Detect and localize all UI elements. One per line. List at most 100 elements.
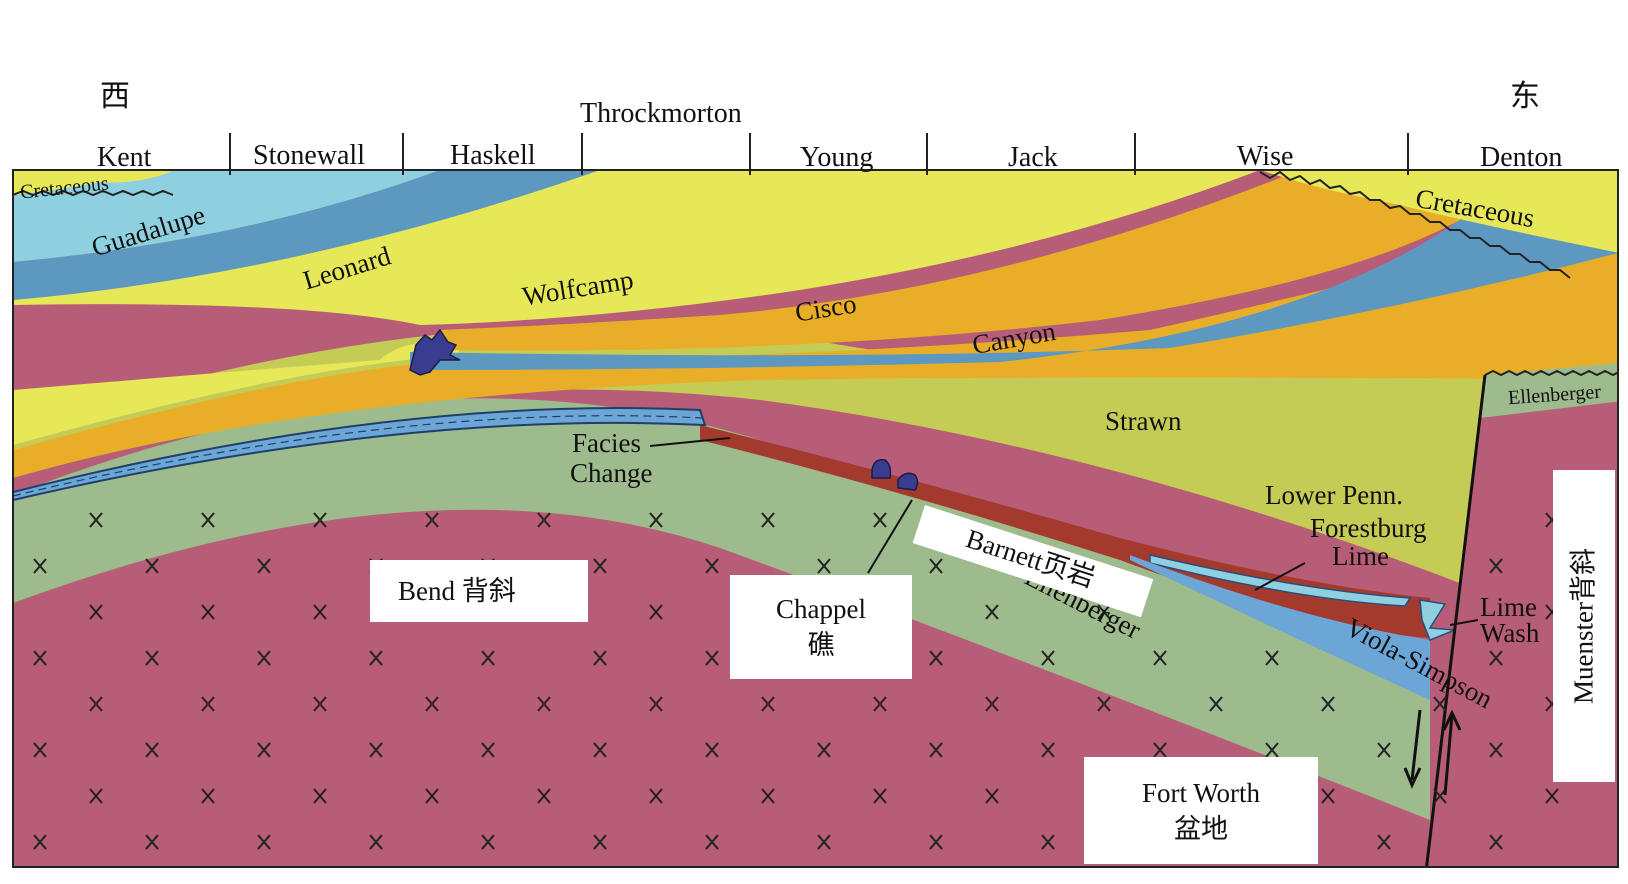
chappel-reef-2 (897, 472, 919, 491)
basement-x-mark (1489, 742, 1503, 758)
county-denton: Denton (1480, 142, 1563, 173)
basement-x-mark (1153, 742, 1167, 758)
basement-x-mark (705, 650, 719, 666)
basement-x-mark (1209, 696, 1223, 712)
forestburg-lime-lens (1149, 554, 1412, 607)
basement-x-mark (537, 788, 551, 804)
basement-x-mark (145, 650, 159, 666)
bend-arch-label: Bend 背斜 (398, 576, 516, 606)
basement-x-mark (593, 558, 607, 574)
basement-x-mark (873, 788, 887, 804)
basement-x-mark (705, 834, 719, 850)
basement-x-mark (89, 512, 103, 528)
basement-x-mark (1265, 742, 1279, 758)
limewash-leader (1449, 619, 1479, 626)
county-wise: Wise (1237, 141, 1294, 172)
west-label: 西 (100, 80, 130, 113)
strawn-label: Strawn (1105, 406, 1182, 436)
basement-x-mark (425, 696, 439, 712)
county-haskell: Haskell (450, 140, 536, 171)
basement-x-mark (985, 788, 999, 804)
basement-x-mark (985, 604, 999, 620)
county-throckmorton: Throckmorton (580, 98, 742, 129)
basement-x-mark (649, 696, 663, 712)
basement-x-mark (145, 834, 159, 850)
basement-x-mark (761, 788, 775, 804)
basement-x-mark (705, 558, 719, 574)
basement-x-mark (1097, 604, 1111, 620)
basement-x-mark (201, 604, 215, 620)
basement-x-mark (33, 558, 47, 574)
basement-x-mark (257, 558, 271, 574)
basement-x-mark (929, 650, 943, 666)
basement-x-mark (33, 650, 47, 666)
basement-x-mark (593, 834, 607, 850)
basement-x-mark (1489, 650, 1503, 666)
leonard-layer (13, 170, 600, 300)
basement-x-mark (1321, 696, 1335, 712)
county-dividers (229, 133, 1409, 175)
basement-x-mark (1433, 696, 1447, 712)
basement-x-mark (33, 742, 47, 758)
basement-x-mark (201, 788, 215, 804)
basement-x-mark (649, 512, 663, 528)
basement-x-mark (1265, 650, 1279, 666)
basement-x-mark (1153, 650, 1167, 666)
forestburg-label: Forestburg (1310, 513, 1427, 543)
basement-x-mark (201, 696, 215, 712)
county-jack: Jack (1008, 142, 1058, 173)
basement-x-mark (369, 834, 383, 850)
basement-x-mark (313, 512, 327, 528)
canyon-layer (410, 182, 1618, 370)
haskell-reef (409, 328, 461, 376)
strawn-layer (13, 217, 1618, 478)
fort-worth-basin-callout: Fort Worth 盆地 (1084, 757, 1318, 864)
basement-x-mark (929, 834, 943, 850)
basement-x-mark (89, 788, 103, 804)
basement-x-mark (1041, 650, 1055, 666)
basement-x-mark (817, 742, 831, 758)
basement-x-mark (929, 742, 943, 758)
facies-leader (649, 437, 731, 447)
basement-x-mark (537, 512, 551, 528)
basement-x-mark (1377, 834, 1391, 850)
county-young: Young (800, 142, 874, 173)
facies-label-2: Change (570, 458, 653, 488)
basement-x-mark (1489, 834, 1503, 850)
bend-arch-callout: Bend 背斜 (370, 560, 588, 622)
basement-x-mark (369, 650, 383, 666)
chappel-reef-1 (871, 458, 892, 479)
basement-x-mark (313, 788, 327, 804)
cretaceous-right-layer (1260, 170, 1618, 253)
county-stonewall: Stonewall (253, 140, 365, 171)
basement-x-mark (257, 834, 271, 850)
basement-x-mark (201, 512, 215, 528)
facies-label-1: Facies (572, 428, 641, 458)
yellow-lower-layer (13, 340, 460, 445)
basement-x-mark (257, 742, 271, 758)
chappel-reef-callout: Chappel 礁 (730, 575, 912, 679)
basement-x-mark (873, 512, 887, 528)
section-frame (12, 169, 1619, 868)
basement-x-mark (761, 512, 775, 528)
basement-x-mark (481, 650, 495, 666)
lime-wash-label-2: Wash (1480, 618, 1540, 648)
basement-x-mark (145, 742, 159, 758)
basement-x-mark (1489, 558, 1503, 574)
viola-simpson-layer (1130, 555, 1430, 700)
basement-x-mark (481, 834, 495, 850)
county-kent: Kent (97, 142, 152, 173)
chappel-leader (867, 499, 913, 574)
basement-x-mark (369, 742, 383, 758)
chappel-label-1: Chappel (776, 594, 866, 624)
fault-line (1425, 374, 1487, 867)
fort-worth-label-2: 盆地 (1174, 814, 1228, 844)
basement-x-mark (761, 696, 775, 712)
east-label: 东 (1510, 80, 1540, 113)
basement-x-mark (873, 696, 887, 712)
basement-x-mark (425, 512, 439, 528)
basement-x-mark (985, 696, 999, 712)
basement-x-mark (1041, 742, 1055, 758)
chappel-label-2: 礁 (807, 630, 835, 660)
